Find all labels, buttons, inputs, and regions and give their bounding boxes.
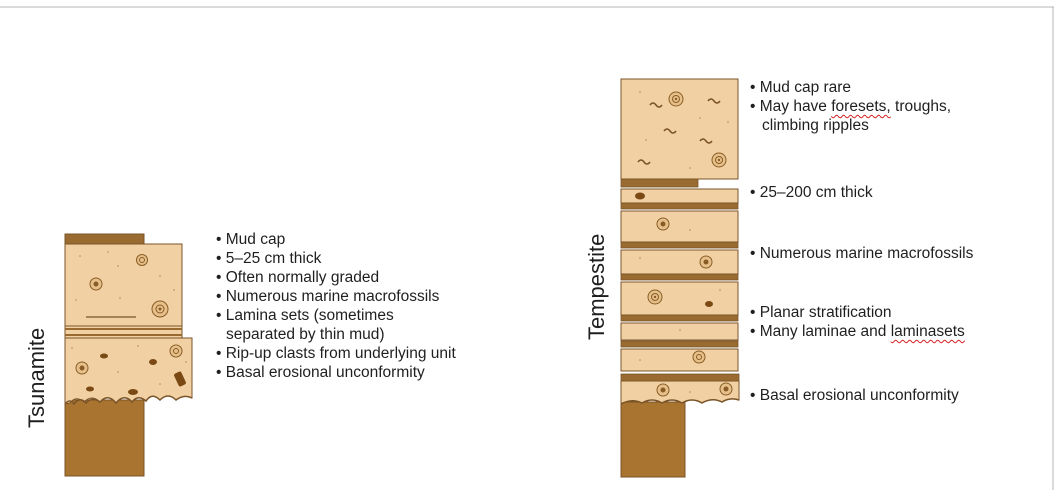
tsunamite-fossil	[170, 345, 182, 357]
tempestite-mud-lamina	[621, 341, 738, 347]
bullet-text: Basal erosional unconformity	[760, 387, 959, 404]
tempestite-bullet: • Numerous marine macrofossils	[750, 244, 973, 263]
tempestite-bullet: • Mud cap rare	[750, 78, 851, 97]
tempestite-title: Tempestite	[584, 234, 610, 340]
tempestite-bedrock	[621, 402, 685, 477]
tempestite-column	[621, 79, 739, 477]
tempestite-laminaset	[621, 323, 738, 340]
tsunamite-bullet: • Basal erosional unconformity	[216, 363, 425, 382]
tsunamite-bullet: • Often normally graded	[216, 268, 379, 287]
tempestite-bullet: • Many laminae and laminasets	[750, 322, 965, 341]
bullet-text: Mud cap rare	[760, 79, 851, 96]
tempestite-fossil	[712, 153, 726, 167]
bullet-text: Basal erosional unconformity	[226, 364, 425, 381]
tempestite-fossil	[657, 218, 669, 230]
tsunamite-bullet: • Numerous marine macrofossils	[216, 287, 439, 306]
tempestite-fossil	[648, 290, 662, 304]
tsunamite-bullet: • 5–25 cm thick	[216, 249, 321, 268]
clast	[635, 193, 645, 200]
tempestite-mud-lamina	[621, 203, 738, 209]
tempestite-mud-lamina	[621, 315, 738, 321]
tsunamite-column	[65, 234, 192, 476]
tempestite-fossil	[669, 92, 683, 106]
rip-up-clast	[128, 389, 138, 395]
tsunamite-mud-cap	[65, 234, 144, 244]
tsunamite-fossil	[137, 255, 148, 266]
bullet-text: Planar stratification	[760, 304, 892, 321]
tempestite-bullet-continuation: climbing ripples	[762, 116, 869, 135]
tempestite-fossil	[657, 384, 669, 396]
bullet-text: Often normally graded	[226, 269, 379, 286]
tempestite-mud-lamina	[621, 242, 738, 248]
tempestite-bullet: • Planar stratification	[750, 303, 892, 322]
bullet-text: separated by thin mud)	[226, 326, 385, 343]
tempestite-fossil	[720, 383, 732, 395]
tsunamite-bullet: • Rip-up clasts from underlying unit	[216, 344, 456, 363]
tsunamite-bullet: • Lamina sets (sometimes	[216, 306, 394, 325]
tsunamite-bullet-continuation: separated by thin mud)	[226, 325, 385, 344]
tsunamite-bedrock	[65, 400, 144, 476]
spellcheck-flagged-word: laminasets	[891, 323, 965, 340]
rip-up-clast	[100, 354, 108, 359]
tempestite-laminaset	[621, 211, 738, 242]
tempestite-mud-lamina	[621, 179, 698, 187]
tempestite-bullet: • Basal erosional unconformity	[750, 386, 959, 405]
tsunamite-fossil	[90, 278, 102, 290]
tsunamite-fossil	[152, 301, 168, 317]
clast	[705, 301, 713, 307]
bullet-text: Numerous marine macrofossils	[760, 245, 974, 262]
tsunamite-fossil	[76, 362, 88, 374]
bullet-text: 5–25 cm thick	[226, 250, 322, 267]
tempestite-laminaset	[621, 349, 738, 371]
tempestite-mud-lamina	[621, 274, 738, 280]
bullet-text: 25–200 cm thick	[760, 184, 873, 201]
tempestite-fossil	[693, 351, 705, 363]
tempestite-bullet: • May have foresets, troughs,	[750, 97, 951, 116]
tsunamite-bullet: • Mud cap	[216, 230, 285, 249]
spellcheck-flagged-word: foresets,	[831, 98, 890, 115]
bullet-text: Mud cap	[226, 231, 285, 248]
rip-up-clast	[86, 387, 94, 392]
tsunamite-lamina-set	[65, 326, 182, 338]
tempestite-mud-lamina	[621, 374, 739, 381]
bullet-text: Numerous marine macrofossils	[226, 288, 440, 305]
bullet-text: climbing ripples	[762, 117, 869, 134]
tempestite-laminaset	[621, 250, 738, 274]
bullet-text: Lamina sets (sometimes	[226, 307, 394, 324]
tempestite-bullet: • 25–200 cm thick	[750, 183, 873, 202]
bullet-text: Rip-up clasts from underlying unit	[226, 345, 456, 362]
tsunamite-title: Tsunamite	[24, 328, 50, 428]
rip-up-clast	[149, 359, 157, 365]
tempestite-laminaset	[621, 282, 738, 315]
tempestite-fossil	[700, 256, 712, 268]
